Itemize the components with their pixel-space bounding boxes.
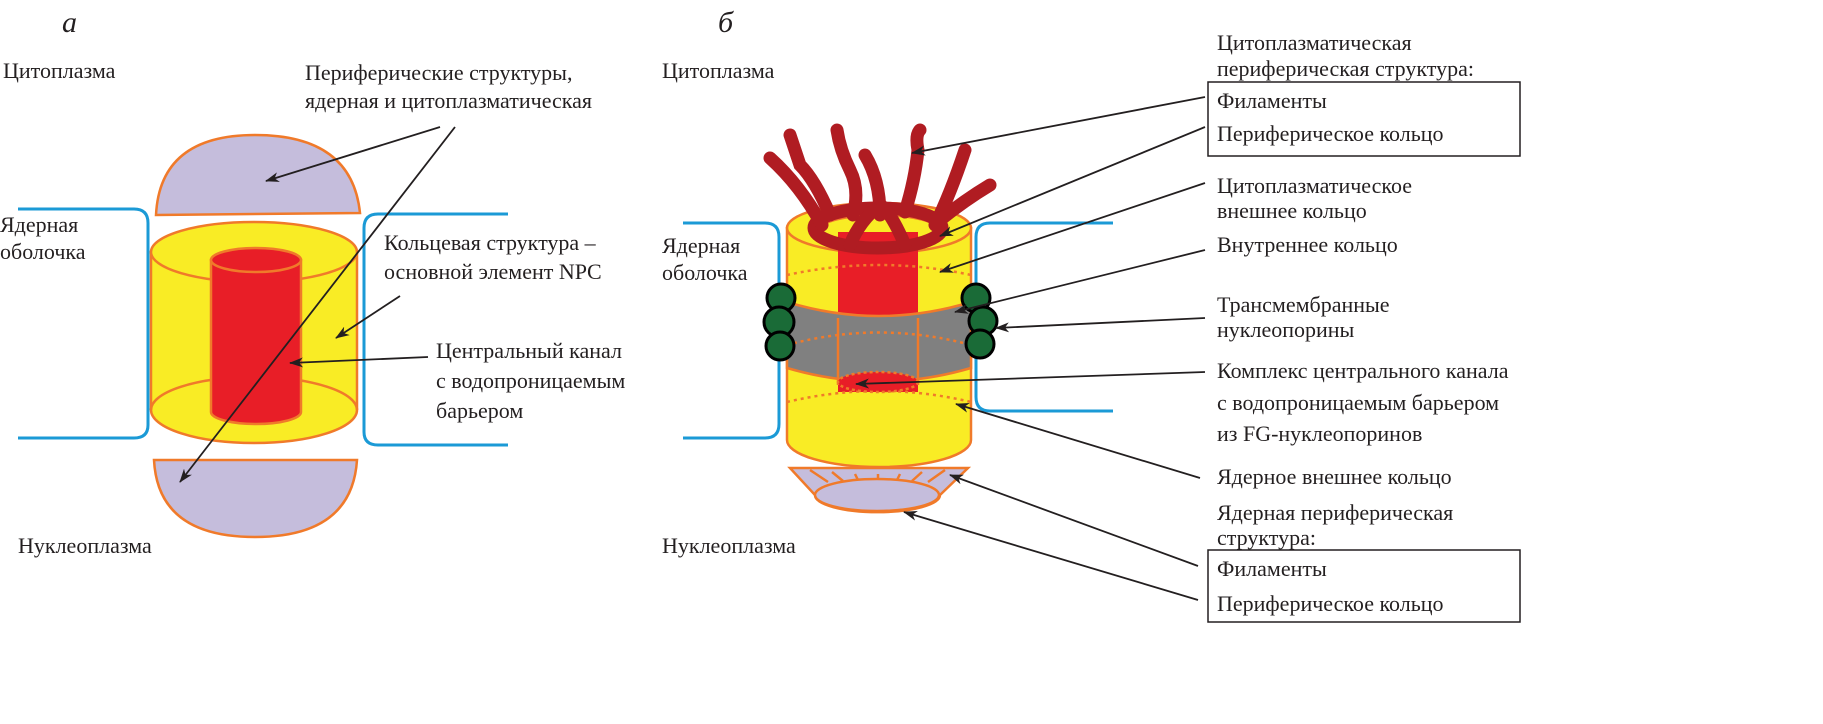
- membrane-right: [362, 212, 508, 447]
- panel-a: а Цитоплазма Нуклеоплазма Ядерная оболоч…: [0, 6, 625, 558]
- nucleoplasm-label-b: Нуклеоплазма: [662, 533, 796, 558]
- nucleoplasm-label: Нуклеоплазма: [18, 533, 152, 558]
- transmembrane-label-2: нуклеопорины: [1217, 317, 1355, 342]
- peripheral-label-1: Периферические структуры,: [305, 60, 572, 85]
- arrow-nuclear-filaments: [949, 474, 1199, 567]
- channel-label-1: Центральный канал: [436, 338, 622, 363]
- nuclear-peripheral-box: [1207, 549, 1521, 623]
- arrow-cyto-filaments: [911, 96, 1206, 156]
- nuclear-peripheral-label-1: Ядерная периферическая: [1217, 500, 1453, 525]
- arrow-channel: [289, 356, 429, 368]
- cyto-peripheral-cap: [154, 133, 362, 217]
- central-channel-label-2: с водопроницаемым барьером: [1217, 390, 1499, 415]
- transmembrane-label-1: Трансмембранные: [1217, 292, 1390, 317]
- channel-label-2: с водопроницаемым: [436, 368, 625, 393]
- cyto-filaments-label: Филаменты: [1217, 88, 1327, 113]
- arrow-ring: [335, 295, 401, 339]
- arrow-inner-ring: [954, 249, 1206, 314]
- cyto-peripheral-box: [1207, 81, 1521, 157]
- arrow-nuclear-outer-ring: [955, 402, 1201, 479]
- arrow-cyto-ring: [939, 126, 1206, 237]
- panel-a-letter: а: [62, 6, 77, 39]
- envelope-label-b-1: Ядерная: [662, 233, 740, 258]
- channel-label-3: барьером: [436, 398, 523, 423]
- envelope-label-2: оболочка: [0, 239, 86, 264]
- inner-ring-band: [785, 300, 973, 383]
- central-channel-label-1: Комплекс центрального канала: [1217, 358, 1509, 383]
- ring-label-1: Кольцевая структура –: [384, 230, 597, 255]
- peripheral-label-2: ядерная и цитоплазматическая: [305, 88, 592, 113]
- central-channel: [209, 246, 303, 426]
- inner-ring-label: Внутреннее кольцо: [1217, 232, 1398, 257]
- envelope-label-b-2: оболочка: [662, 260, 748, 285]
- cyto-ring-label: Периферическое кольцо: [1217, 121, 1444, 146]
- central-channel-label-3: из FG-нуклеопоринов: [1217, 421, 1422, 446]
- envelope-label-1: Ядерная: [0, 212, 78, 237]
- membrane-left: [18, 207, 150, 440]
- cytoplasm-label-b: Цитоплазма: [662, 58, 775, 83]
- arrow-nuclear-ring: [903, 510, 1199, 601]
- arrow-peripheral-top: [265, 126, 441, 182]
- arrow-cyto-outer-ring: [939, 182, 1206, 273]
- arrow-peripheral-bottom: [179, 126, 456, 483]
- nuclear-filaments-label: Филаменты: [1217, 556, 1327, 581]
- nuclear-peripheral-cap: [152, 458, 359, 539]
- cyto-peripheral-label-2: периферическая структура:: [1217, 56, 1474, 81]
- nuclear-outer-ring-label: Ядерное внешнее кольцо: [1217, 464, 1452, 489]
- ring-label-2: основной элемент NPC: [384, 259, 602, 284]
- cyto-outer-ring-label-2: внешнее кольцо: [1217, 198, 1367, 223]
- arrow-transmembrane: [995, 317, 1206, 333]
- transmembrane-nucleoporins: [762, 282, 999, 362]
- panel-b: б Цитоплазма Нуклеоплазма Ядерная оболоч…: [662, 6, 1521, 623]
- arrow-central-channel: [855, 371, 1206, 389]
- nuclear-peripheral-label-2: структура:: [1217, 525, 1316, 550]
- cyto-peripheral-label-1: Цитоплазматическая: [1217, 30, 1412, 55]
- nuclear-ring-label: Периферическое кольцо: [1217, 591, 1444, 616]
- nuclear-basket: [787, 466, 972, 514]
- cytoplasm-label: Цитоплазма: [3, 58, 116, 83]
- panel-b-letter: б: [718, 6, 734, 39]
- cyto-outer-ring-label-1: Цитоплазматическое: [1217, 173, 1412, 198]
